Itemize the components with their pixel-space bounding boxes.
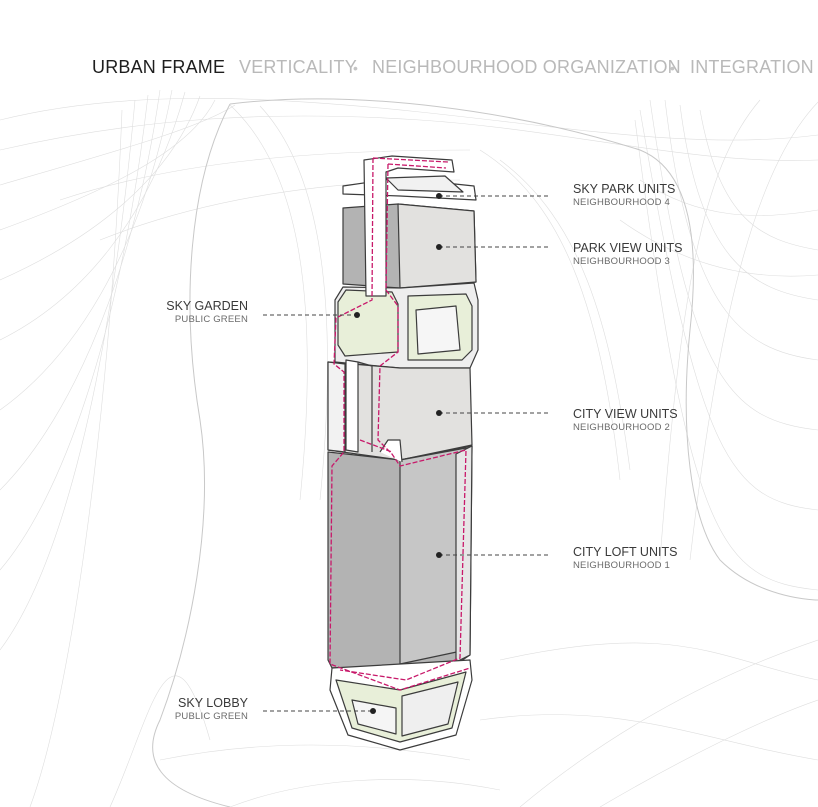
label-subtitle: NEIGHBOURHOOD 4	[573, 197, 670, 208]
label-park-view: PARK VIEW UNITS NEIGHBOURHOOD 3	[573, 241, 683, 268]
subtitle-neighbourhood-organization: NEIGHBOURHOOD ORGANIZATION	[372, 57, 681, 77]
separator-dot: •	[670, 60, 676, 76]
label-title: SKY GARDEN	[166, 299, 248, 313]
label-title: CITY LOFT UNITS	[573, 545, 678, 559]
subtitle-integration: INTEGRATION	[690, 57, 814, 77]
label-sky-lobby: SKY LOBBY PUBLIC GREEN	[175, 696, 248, 723]
sky-lobby-dot	[370, 708, 376, 714]
park-view-dot	[436, 244, 442, 250]
label-city-loft: CITY LOFT UNITS NEIGHBOURHOOD 1	[573, 545, 677, 572]
subtitle-verticality: VERTICALITY	[239, 57, 357, 77]
label-subtitle: NEIGHBOURHOOD 1	[573, 560, 670, 571]
sky-garden-dot	[354, 312, 360, 318]
label-subtitle: PUBLIC GREEN	[174, 711, 248, 722]
leaders	[263, 195, 550, 712]
label-title: SKY LOBBY	[178, 696, 248, 710]
circulation-route	[329, 157, 471, 691]
sky-park-dot	[436, 193, 442, 199]
sky-garden-green-left	[337, 289, 399, 357]
label-title: SKY PARK UNITS	[573, 182, 676, 196]
leader-dots	[354, 193, 442, 714]
label-sky-garden: SKY GARDEN PUBLIC GREEN	[166, 299, 248, 326]
city-loft-dot	[436, 552, 442, 558]
background-frame-outline	[152, 98, 818, 807]
label-subtitle: NEIGHBOURHOOD 3	[573, 256, 670, 267]
label-subtitle: NEIGHBOURHOOD 2	[573, 422, 670, 433]
label-title: CITY VIEW UNITS	[573, 407, 678, 421]
tower	[327, 155, 479, 751]
background-mesh	[0, 89, 818, 807]
label-title: PARK VIEW UNITS	[573, 241, 683, 255]
diagram-title: URBAN FRAME	[92, 57, 226, 77]
label-city-view: CITY VIEW UNITS NEIGHBOURHOOD 2	[573, 407, 678, 434]
separator-dot: •	[353, 60, 359, 76]
sky-park-cap	[385, 175, 464, 193]
label-subtitle: PUBLIC GREEN	[174, 314, 248, 325]
label-sky-park: SKY PARK UNITS NEIGHBOURHOOD 4	[573, 182, 675, 209]
city-view-dot	[436, 410, 442, 416]
